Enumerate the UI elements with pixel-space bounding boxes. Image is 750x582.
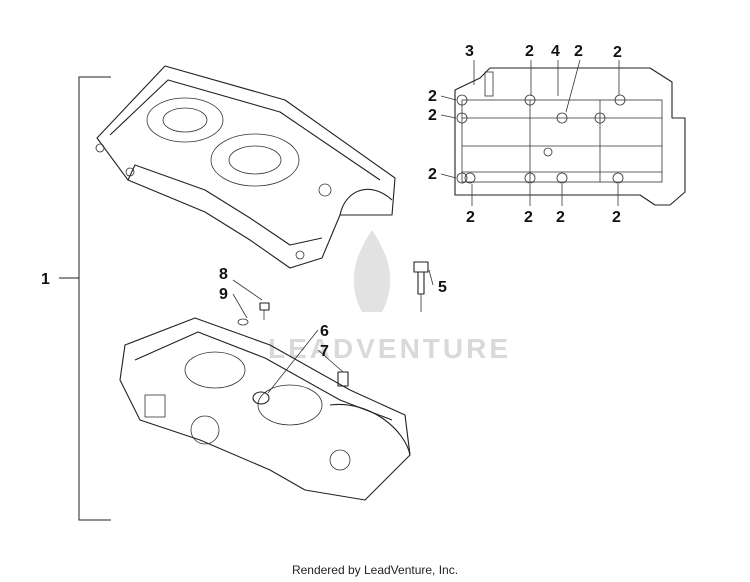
assembly-bracket <box>59 76 111 521</box>
callout-4: 4 <box>551 43 560 60</box>
callout-2: 2 <box>428 107 437 124</box>
watermark: LEADVENTURE <box>268 230 511 364</box>
callout-labels: 1 3 2 4 2 2 2 2 2 2 2 2 2 5 8 9 6 7 <box>41 43 622 360</box>
callout-2: 2 <box>428 88 437 105</box>
lower-crankcase-drawing <box>119 317 411 501</box>
callout-5: 5 <box>438 279 447 296</box>
watermark-text: LEADVENTURE <box>268 333 511 364</box>
callout-2: 2 <box>574 43 583 60</box>
callout-2: 2 <box>556 209 565 226</box>
callout-6: 6 <box>320 323 329 340</box>
callout-2: 2 <box>428 166 437 183</box>
callout-2: 2 <box>612 209 621 226</box>
leader-lines <box>232 59 620 394</box>
upper-crankcase-drawing <box>95 65 396 269</box>
callout-9: 9 <box>219 286 228 303</box>
watermark-flame-icon <box>353 230 391 312</box>
callout-1: 1 <box>41 271 50 288</box>
callout-3: 3 <box>465 43 474 60</box>
bolt-part-drawing <box>413 261 429 295</box>
dowel-drawing <box>252 371 349 405</box>
callout-2: 2 <box>525 43 534 60</box>
callout-7: 7 <box>320 343 329 360</box>
screw-washer-drawing <box>237 302 270 326</box>
callout-2: 2 <box>613 44 622 61</box>
callout-8: 8 <box>219 266 228 283</box>
crankcase-top-view-drawing <box>454 67 686 206</box>
render-credit: Rendered by LeadVenture, Inc. <box>291 563 459 577</box>
callout-2: 2 <box>524 209 533 226</box>
callout-2: 2 <box>466 209 475 226</box>
